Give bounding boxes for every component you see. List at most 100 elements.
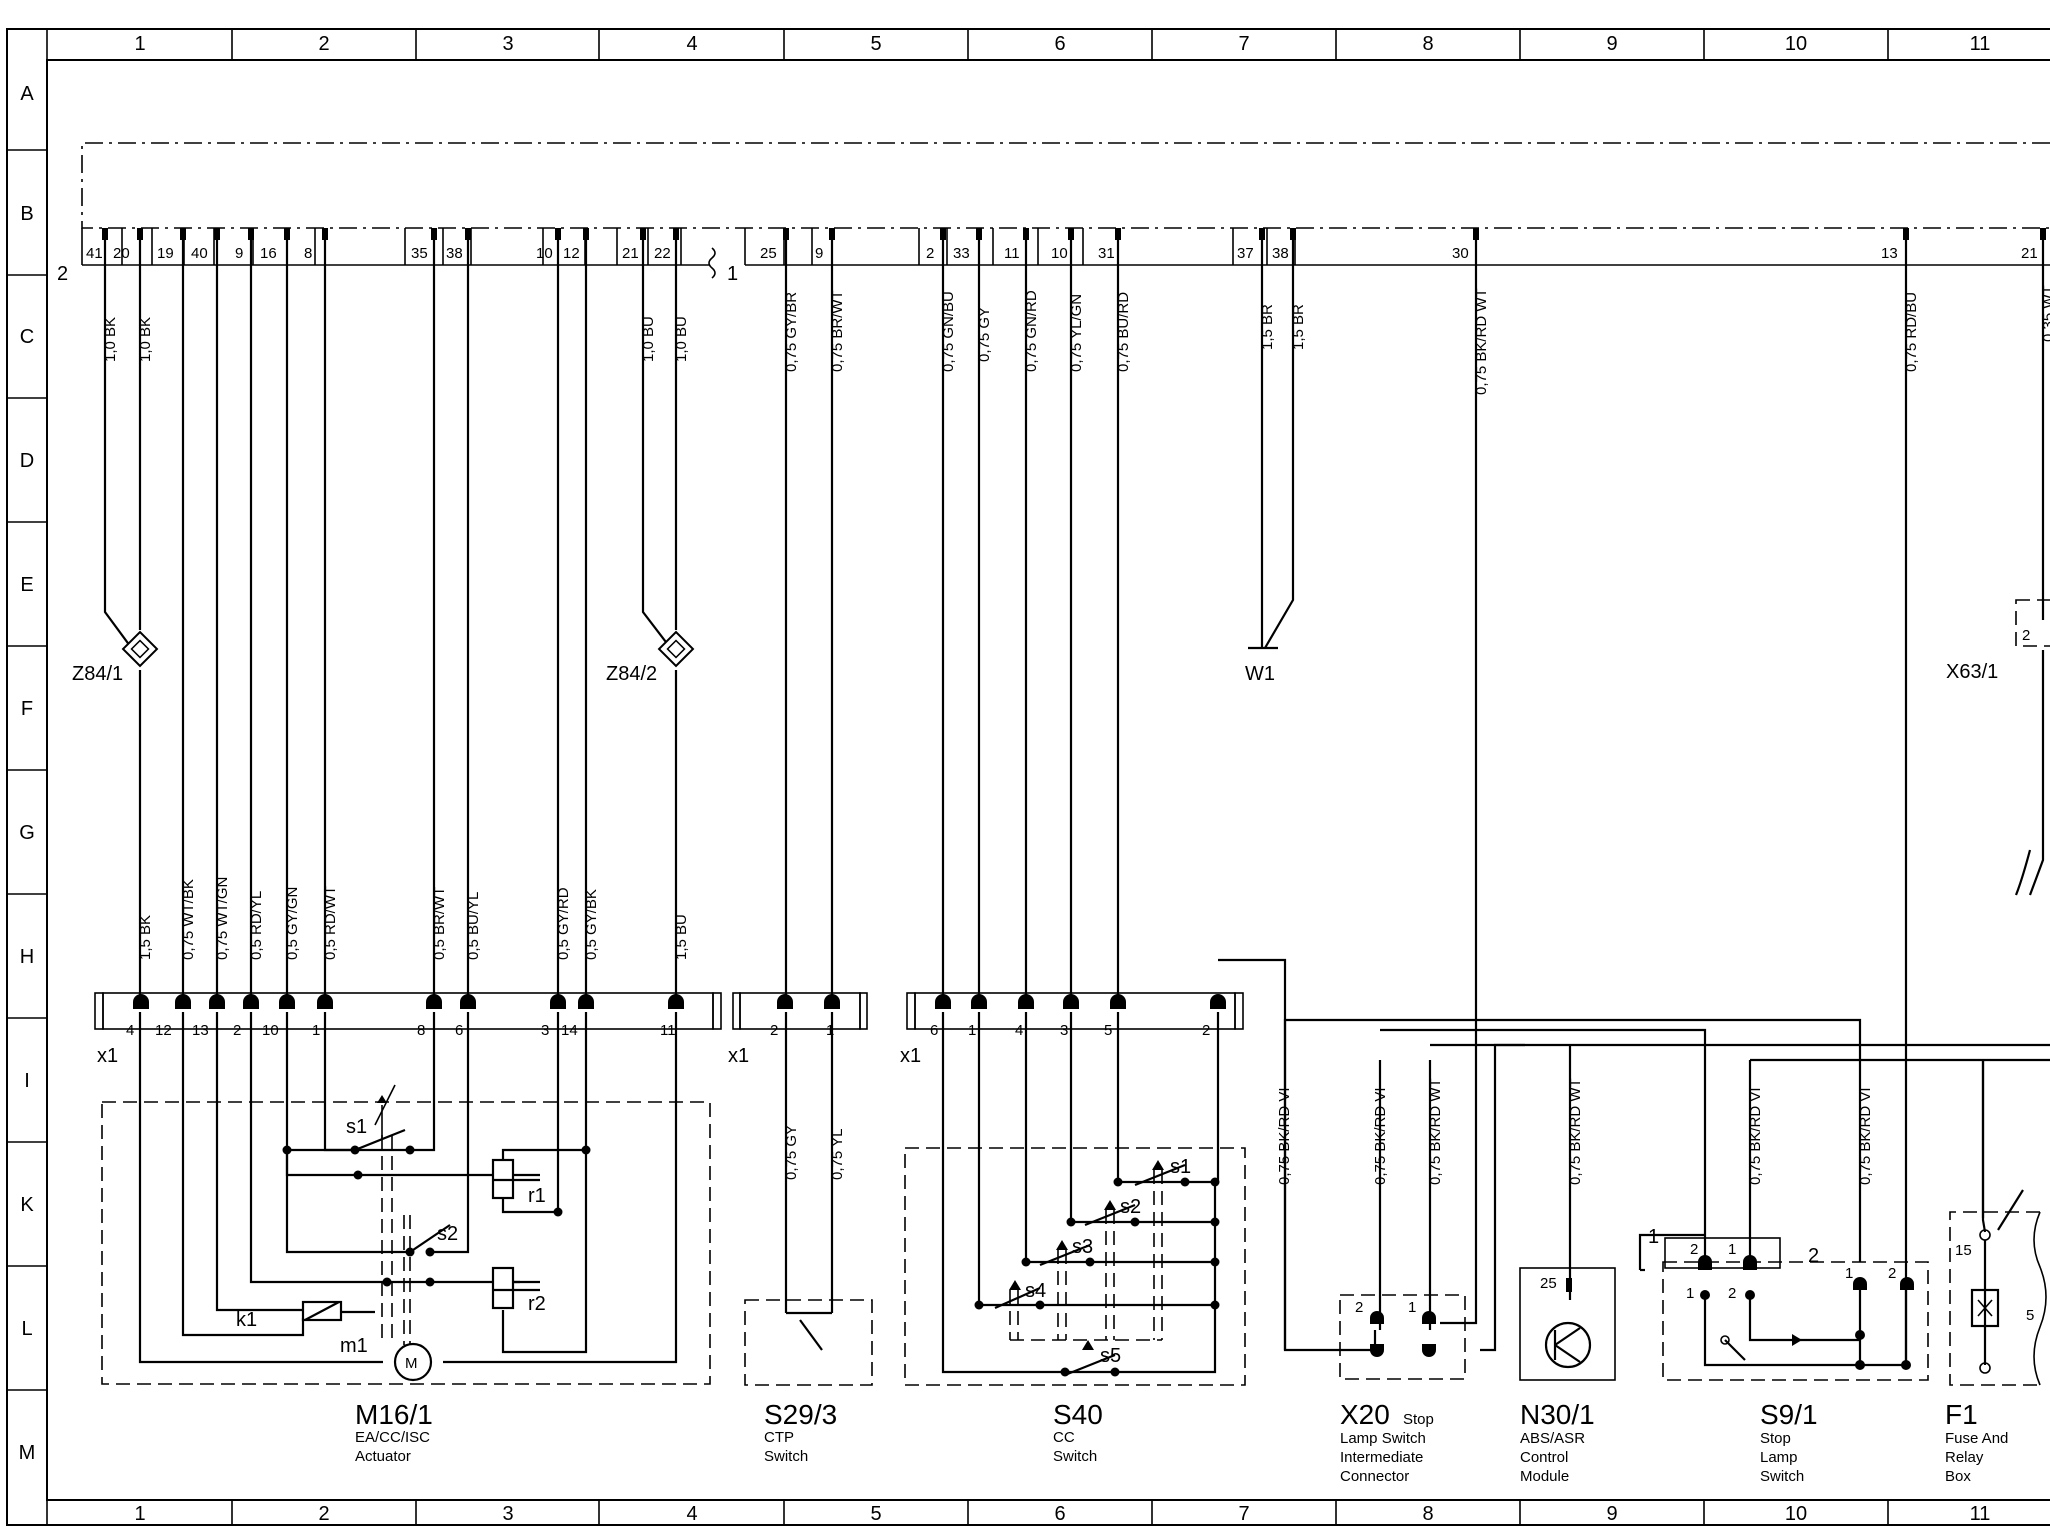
col-label-5: 5 [870,33,881,55]
splice-wires-lower [138,670,678,1000]
x1-label-s40: x1 [900,1045,921,1067]
svg-text:2: 2 [1728,1285,1736,1302]
svg-text:2: 2 [1888,1265,1896,1282]
m16-s2-label: s2 [437,1223,458,1245]
svg-text:15: 15 [1955,1242,1972,1259]
svg-text:CTP: CTP [764,1429,794,1446]
svg-text:Relay: Relay [1945,1449,1984,1466]
s29-3-switch: 0,75 GY 0,75 YL [744,1012,873,1386]
svg-text:1: 1 [1408,1299,1416,1316]
pin-12: 12 [563,245,580,262]
svg-text:Z84/2: Z84/2 [606,663,657,685]
pin-9-right: 9 [815,245,823,262]
splice-z84-2: Z84/2 [606,630,695,685]
m16-pin-14: 14 [561,1022,578,1039]
pin-21-right: 21 [2021,245,2038,262]
m16-pin-2: 2 [233,1022,241,1039]
col-label-2-bottom: 2 [318,1503,329,1525]
row-label-m: M [19,1442,36,1464]
col-label-10-bottom: 10 [1785,1503,1807,1525]
svg-text:2: 2 [1690,1241,1698,1258]
top-terminals [102,228,2046,240]
s40-pin-1: 1 [968,1022,976,1039]
svg-text:N30/1: N30/1 [1520,1399,1595,1430]
col-label-10: 10 [1785,33,1807,55]
m16-pin-12: 12 [155,1022,172,1039]
x20-wire-label-2: 0,75 BK/RD VI [1372,1087,1389,1185]
label-s9-1: S9/1 Stop Lamp Switch [1760,1399,1818,1485]
svg-text:Connector: Connector [1340,1468,1409,1485]
s40-connector: 6 1 4 3 5 2 x1 [900,992,1244,1067]
svg-text:S29/3: S29/3 [764,1399,837,1430]
label-f1: F1 Fuse And Relay Box [1945,1399,2008,1485]
m16-pin-11: 11 [660,1022,676,1039]
svg-text:M16/1: M16/1 [355,1399,433,1430]
svg-text:Control: Control [1520,1449,1568,1466]
top-wire-labels: 1,0 BK 1,0 BK 1,0 BU 1,0 BU 0,75 GY/BR 0… [102,285,2050,395]
pin-25: 25 [760,245,777,262]
row-label-f: F [21,698,33,720]
svg-text:2: 2 [1808,1245,1819,1267]
wire-label-h3: 0,75 WT/GN [214,877,231,960]
label-m16-1: M16/1 EA/CC/ISC Actuator [355,1399,433,1465]
svg-text:Switch: Switch [764,1448,808,1465]
col-label-5-bottom: 5 [870,1503,881,1525]
col-label-7: 7 [1238,33,1249,55]
pin-10-right: 10 [1051,245,1068,262]
pin-33: 33 [953,245,970,262]
col-label-9: 9 [1606,33,1617,55]
splice-z84-1: Z84/1 [72,630,159,685]
x20-wire-label-3: 0,75 BK/RD WT [1427,1078,1444,1185]
col-label-8: 8 [1422,33,1433,55]
row-label-b: B [20,203,33,225]
pin-35: 35 [411,245,428,262]
right-wiring [1283,1018,2050,1352]
label-n30-1: N30/1 ABS/ASR Control Module [1520,1399,1595,1485]
svg-text:CC: CC [1053,1429,1075,1446]
row-label-h: H [20,946,34,968]
svg-text:X63/1: X63/1 [1946,661,1998,683]
row-label-k: K [20,1194,34,1216]
wire-label-c11: 0,75 BU/RD [1115,292,1132,372]
svg-text:Module: Module [1520,1468,1569,1485]
svg-text:Switch: Switch [1760,1468,1804,1485]
pin-10: 10 [536,245,553,262]
label-s40: S40 CC Switch [1053,1399,1103,1465]
svg-text:Fuse And: Fuse And [1945,1430,2008,1447]
wire-label-h6: 0,5 RD/WT [322,886,339,960]
svg-text:Lamp: Lamp [1760,1449,1798,1466]
wire-label-c5: 0,75 GY/BR [783,292,800,372]
row-label-l: L [21,1318,32,1340]
wire-label-c14: 0,75 BK/RD WT [1473,288,1490,395]
wire-label-h11: 1,5 BU [673,914,690,960]
s40-s4-label: s4 [1025,1280,1046,1302]
pin-13: 13 [1881,245,1898,262]
s40-pin-3: 3 [1060,1022,1068,1039]
m16-m1-label: m1 [340,1335,368,1357]
pin-8: 8 [304,245,312,262]
m16-pin-1: 1 [312,1022,320,1039]
top-pins-right: 25 9 2 33 11 10 31 37 38 30 13 21 [744,228,2038,265]
m16-k1-label: k1 [236,1309,257,1331]
wire-label-c8: 0,75 GY [976,307,993,362]
col-label-2: 2 [318,33,329,55]
pin-22: 22 [654,245,671,262]
svg-text:Lamp Switch: Lamp Switch [1340,1430,1426,1447]
wire-label-h5: 0,5 GY/GN [284,887,301,960]
svg-text:1: 1 [1728,1241,1736,1258]
s40-s5-label: s5 [1100,1345,1121,1367]
n30-wire-label: 0,75 BK/RD WT [1567,1078,1584,1185]
s40-switch: s1 s2 s3 s4 s5 [904,958,1330,1386]
col-label-6-bottom: 6 [1054,1503,1065,1525]
label-s29-3: S29/3 CTP Switch [764,1399,837,1465]
svg-text:1: 1 [1648,1226,1659,1248]
m16-r1-label: r1 [528,1185,546,1207]
row-label-d: D [20,450,34,472]
connector-2-label: 2 [57,263,68,285]
pin-41: 41 [86,245,103,262]
svg-text:Switch: Switch [1053,1448,1097,1465]
pin-2: 2 [926,245,934,262]
label-x20: X20 Stop Lamp Switch Intermediate Connec… [1340,1399,1434,1485]
pin-20: 20 [113,245,130,262]
x1-label-m16: x1 [97,1045,118,1067]
